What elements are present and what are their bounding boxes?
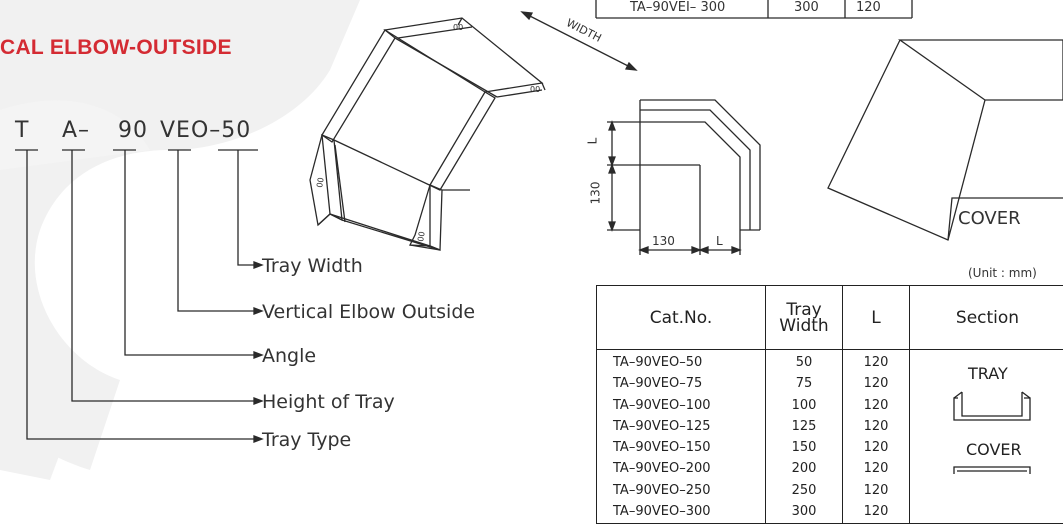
list-item: TA–90VEO–50 <box>613 352 765 373</box>
list-item: 120 <box>843 480 909 501</box>
list-item: 100 <box>766 395 842 416</box>
unit-note: (Unit : mm) <box>968 266 1037 280</box>
list-item: TA–90VEO–200 <box>613 458 765 479</box>
svg-text:00: 00 <box>530 85 540 94</box>
list-item: 300 <box>766 501 842 522</box>
code-leader-lines <box>15 150 262 442</box>
list-item: 250 <box>766 480 842 501</box>
list-item: TA–90VEO–100 <box>613 395 765 416</box>
top-row-width: 300 <box>794 0 819 15</box>
col-section: TRAY COVER <box>910 350 1063 524</box>
list-item: 200 <box>766 458 842 479</box>
svg-text:00: 00 <box>416 231 427 243</box>
dim-l-vertical: L <box>585 138 599 145</box>
cover-label: COVER <box>958 208 1021 229</box>
section-cover-label: COVER <box>966 440 1022 459</box>
list-item: 120 <box>843 373 909 394</box>
list-item: TA–90VEO–300 <box>613 501 765 522</box>
list-item: 150 <box>766 437 842 458</box>
header-cat-no: Cat.No. <box>597 286 766 350</box>
list-item: TA–90VEO–250 <box>613 480 765 501</box>
top-row-cat-no: TA–90VEI– 300 <box>630 0 725 15</box>
catalog-table: Cat.No. Tray Width L Section TA–90VEO–50… <box>596 285 1063 524</box>
elbow-side-view <box>607 100 760 255</box>
list-item: 120 <box>843 437 909 458</box>
elbow-tray-3d: 00 00 00 00 <box>310 18 545 250</box>
list-item: 75 <box>766 373 842 394</box>
dim-130-horizontal: 130 <box>652 234 675 248</box>
section-tray-label: TRAY <box>968 364 1008 383</box>
header-l: L <box>843 286 910 350</box>
list-item: 120 <box>843 501 909 522</box>
list-item: TA–90VEO–75 <box>613 373 765 394</box>
svg-text:00: 00 <box>315 177 326 189</box>
list-item: TA–90VEO–125 <box>613 416 765 437</box>
col-width: 50 75 100 125 150 200 250 300 <box>766 350 843 524</box>
col-l: 120 120 120 120 120 120 120 120 <box>843 350 910 524</box>
header-tray-width: Tray Width <box>766 286 843 350</box>
col-cat-no: TA–90VEO–50 TA–90VEO–75 TA–90VEO–100 TA–… <box>597 350 766 524</box>
table-body-row: TA–90VEO–50 TA–90VEO–75 TA–90VEO–100 TA–… <box>597 350 1063 524</box>
dim-130-vertical: 130 <box>588 182 602 205</box>
header-section: Section <box>910 286 1063 350</box>
cover-section-icon <box>952 464 1032 476</box>
list-item: 120 <box>843 352 909 373</box>
list-item: 120 <box>843 458 909 479</box>
elbow-cover-3d <box>828 40 1063 240</box>
list-item: 120 <box>843 416 909 437</box>
table-header-row: Cat.No. Tray Width L Section <box>597 286 1063 350</box>
svg-text:00: 00 <box>453 23 463 32</box>
tray-section-icon <box>952 390 1032 426</box>
top-row-l: 120 <box>856 0 881 15</box>
list-item: TA–90VEO–150 <box>613 437 765 458</box>
list-item: 120 <box>843 395 909 416</box>
list-item: 50 <box>766 352 842 373</box>
dim-l-horizontal: L <box>716 234 723 248</box>
header-tray-width-line2: Width <box>766 318 842 334</box>
list-item: 125 <box>766 416 842 437</box>
